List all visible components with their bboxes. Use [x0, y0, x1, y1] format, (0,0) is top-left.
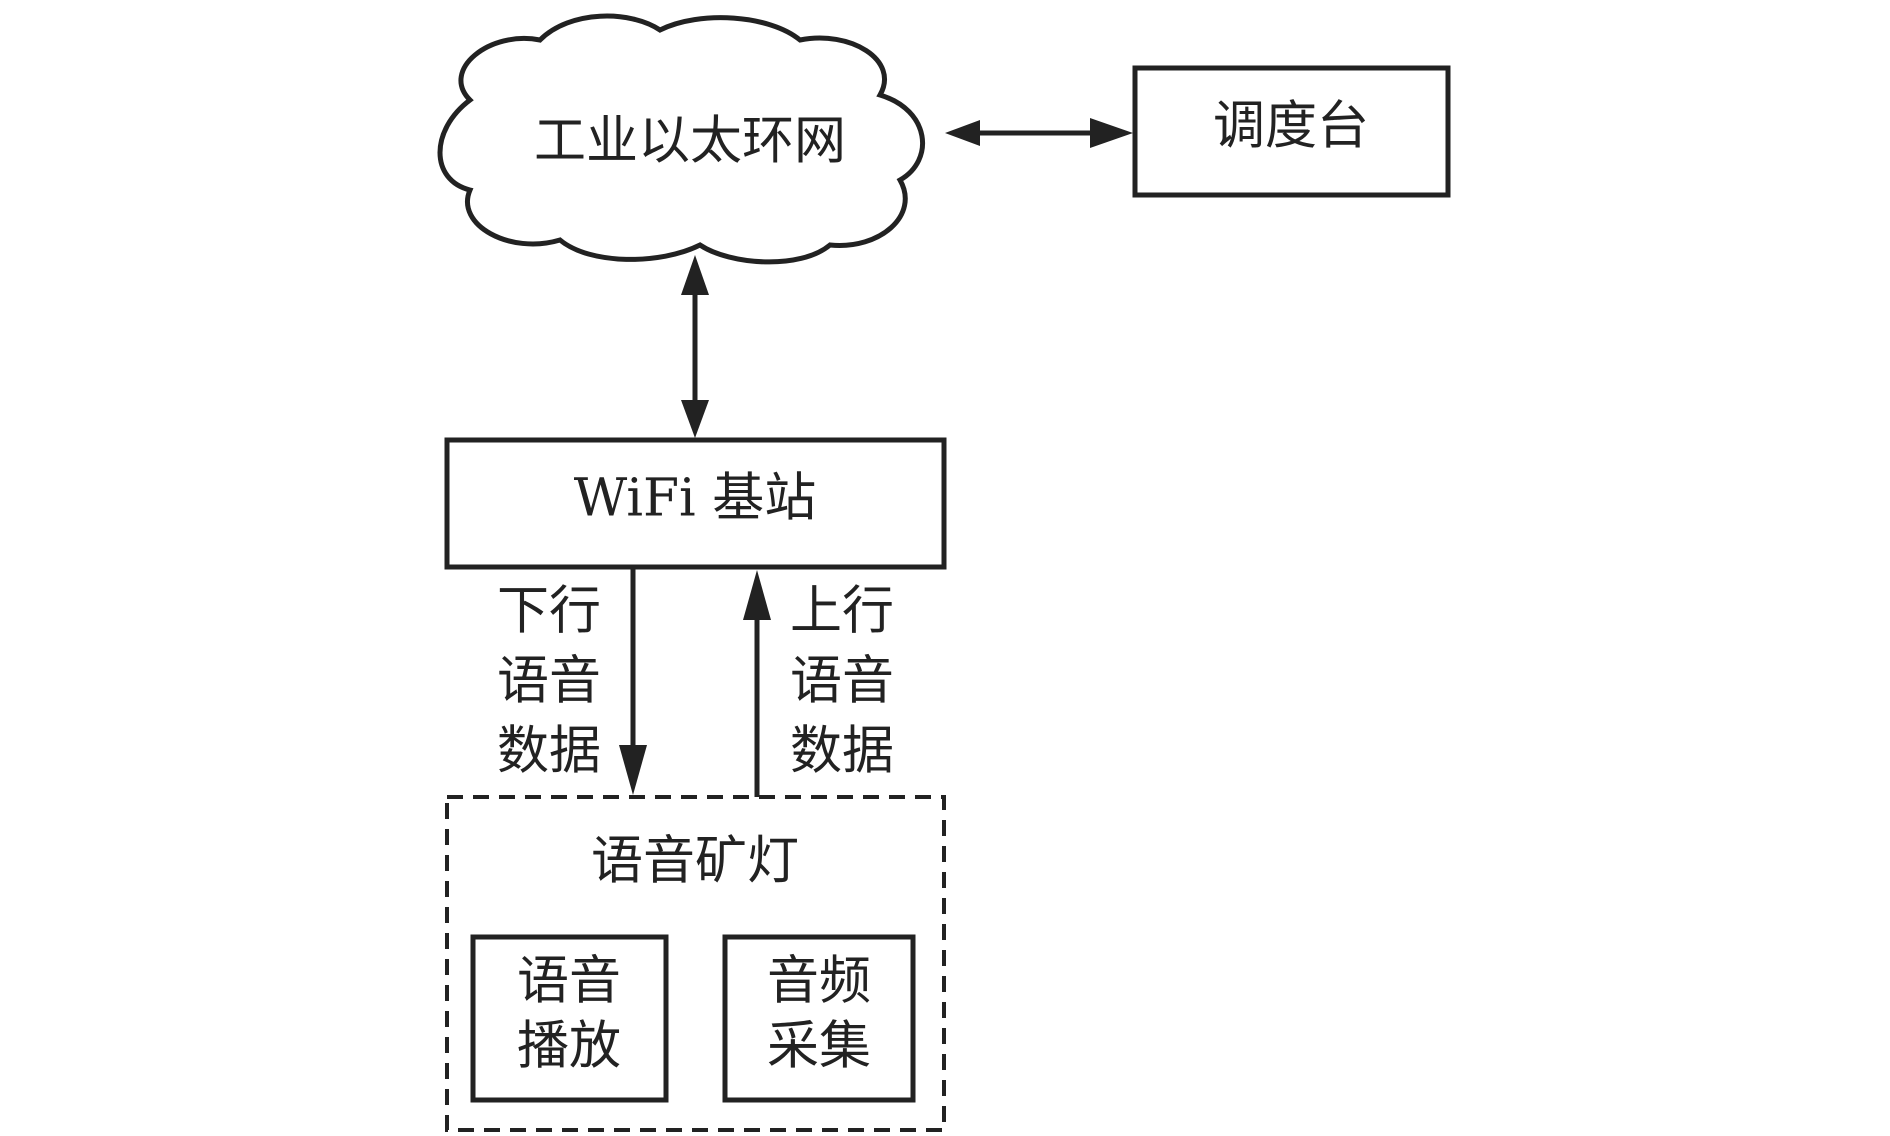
arrow-downlink — [619, 567, 647, 795]
playback-label-1: 语音 — [517, 952, 621, 1012]
uplink-label-1: 上行 — [790, 582, 894, 642]
wifi-label: WiFi 基站 — [574, 469, 816, 529]
arrow-ethernet-wifi — [681, 255, 709, 438]
ethernet-cloud — [437, 13, 926, 265]
playback-label-2: 播放 — [517, 1017, 621, 1077]
playback-box — [470, 934, 669, 1103]
downlink-label-2: 语音 — [497, 652, 601, 712]
lamp-label: 语音矿灯 — [591, 832, 799, 892]
downlink-label-1: 下行 — [497, 582, 601, 642]
lamp-group — [445, 795, 946, 1132]
uplink-label-2: 语音 — [790, 652, 894, 712]
arrow-uplink — [743, 570, 771, 797]
wifi-box — [444, 437, 947, 570]
capture-label-1: 音频 — [767, 952, 871, 1012]
dispatch-label: 调度台 — [1213, 97, 1369, 157]
capture-box — [722, 934, 916, 1103]
downlink-label-3: 数据 — [497, 722, 601, 782]
ethernet-label: 工业以太环网 — [534, 112, 846, 172]
capture-label-2: 采集 — [767, 1017, 871, 1077]
arrow-ethernet-dispatch — [945, 118, 1133, 148]
uplink-label-3: 数据 — [790, 722, 894, 782]
dispatch-box — [1132, 65, 1451, 198]
